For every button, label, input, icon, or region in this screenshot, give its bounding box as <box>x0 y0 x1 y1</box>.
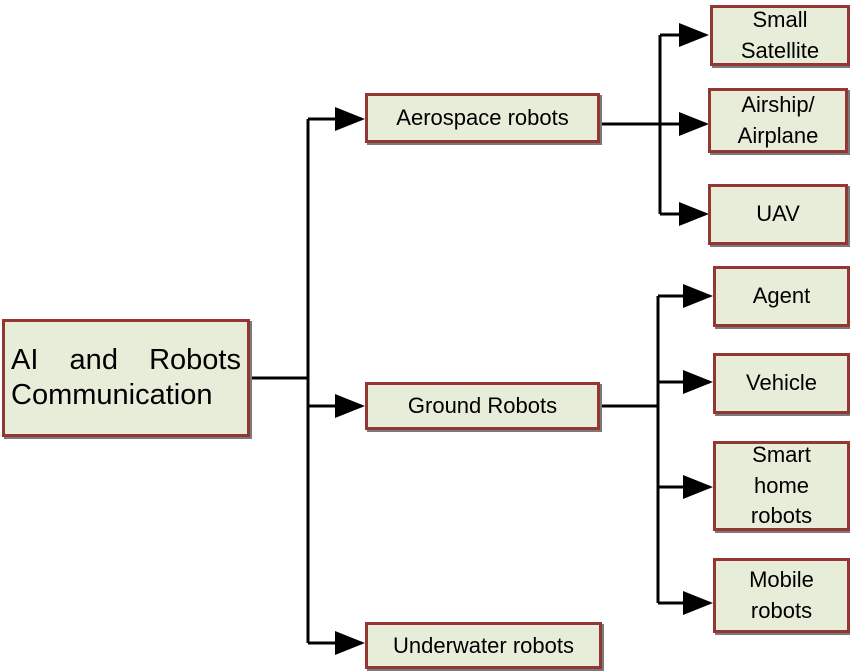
leaf-label: Mobile robots <box>749 567 814 623</box>
leaf-label: Smart home robots <box>750 442 813 529</box>
leaf-label: UAV <box>756 201 800 227</box>
leaf-label: Airship/ Airplane <box>737 92 819 148</box>
root-node: AI and Robots Communication <box>2 319 250 437</box>
category-underwater: Underwater robots <box>365 622 602 669</box>
leaf-vehicle: Vehicle <box>713 353 850 414</box>
category-label: Aerospace robots <box>396 105 569 130</box>
leaf-label: Small Satellite <box>740 7 820 63</box>
leaf-agent: Agent <box>713 266 850 327</box>
root-label: AI and Robots Communication <box>11 343 241 411</box>
leaf-label: Vehicle <box>746 370 817 396</box>
category-aerospace: Aerospace robots <box>365 93 600 143</box>
leaf-mobile-robots: Mobile robots <box>713 558 850 633</box>
category-ground: Ground Robots <box>365 382 600 430</box>
category-label: Underwater robots <box>393 632 574 658</box>
leaf-uav: UAV <box>708 184 848 245</box>
leaf-label: Agent <box>752 283 811 309</box>
leaf-smart-home-robots: Smart home robots <box>713 441 850 531</box>
leaf-small-satellite: Small Satellite <box>710 5 850 66</box>
category-label: Ground Robots <box>407 393 558 418</box>
leaf-airship-airplane: Airship/ Airplane <box>708 88 848 153</box>
